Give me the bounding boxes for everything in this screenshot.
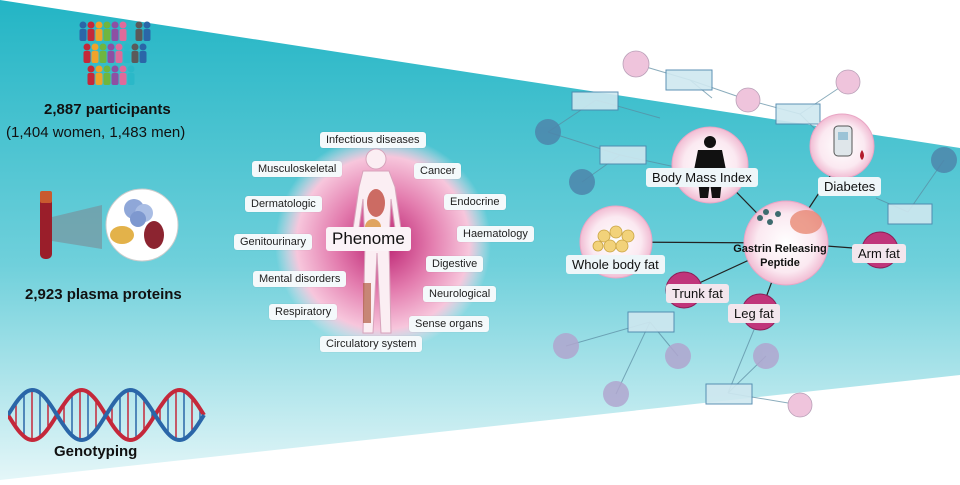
node-bmi: Body Mass Index	[646, 168, 758, 187]
category-infectious: Infectious diseases	[320, 132, 426, 148]
node-trunk-fat: Trunk fat	[666, 284, 729, 303]
category-neurological: Neurological	[423, 286, 497, 302]
category-dermatologic: Dermatologic	[245, 196, 322, 212]
node-grp-line2: Peptide	[760, 257, 800, 269]
category-cancer: Cancer	[414, 163, 462, 179]
plasma-sample-icon	[40, 188, 179, 262]
node-leg-fat: Leg fat	[728, 304, 780, 323]
node-diabetes: Diabetes	[818, 177, 882, 196]
node-grp-line1: Gastrin Releasing	[733, 243, 827, 255]
phenome-label: Phenome	[326, 227, 411, 251]
category-haematology: Haematology	[457, 226, 534, 242]
participants-count: 2,887 participants	[44, 101, 171, 118]
category-genitourinary: Genitourinary	[234, 234, 313, 250]
category-respiratory: Respiratory	[269, 304, 338, 320]
participants-icon	[79, 21, 151, 85]
dna-icon	[8, 387, 206, 443]
category-digestive: Mental disorders	[253, 271, 347, 287]
category-endocrine: Endocrine	[444, 194, 506, 210]
category-mental: Digestive	[426, 256, 484, 272]
protein-count: 2,923 plasma proteins	[25, 286, 182, 303]
category-sense-organs: Sense organs	[409, 316, 489, 332]
category-musculoskeletal: Musculoskeletal	[252, 161, 343, 177]
genotyping-label: Genotyping	[54, 443, 138, 460]
participants-breakdown: (1,404 women, 1,483 men)	[6, 124, 186, 141]
node-arm-fat: Arm fat	[852, 244, 906, 263]
node-whole-body-fat: Whole body fat	[566, 255, 665, 274]
category-circulatory: Circulatory system	[320, 336, 423, 352]
